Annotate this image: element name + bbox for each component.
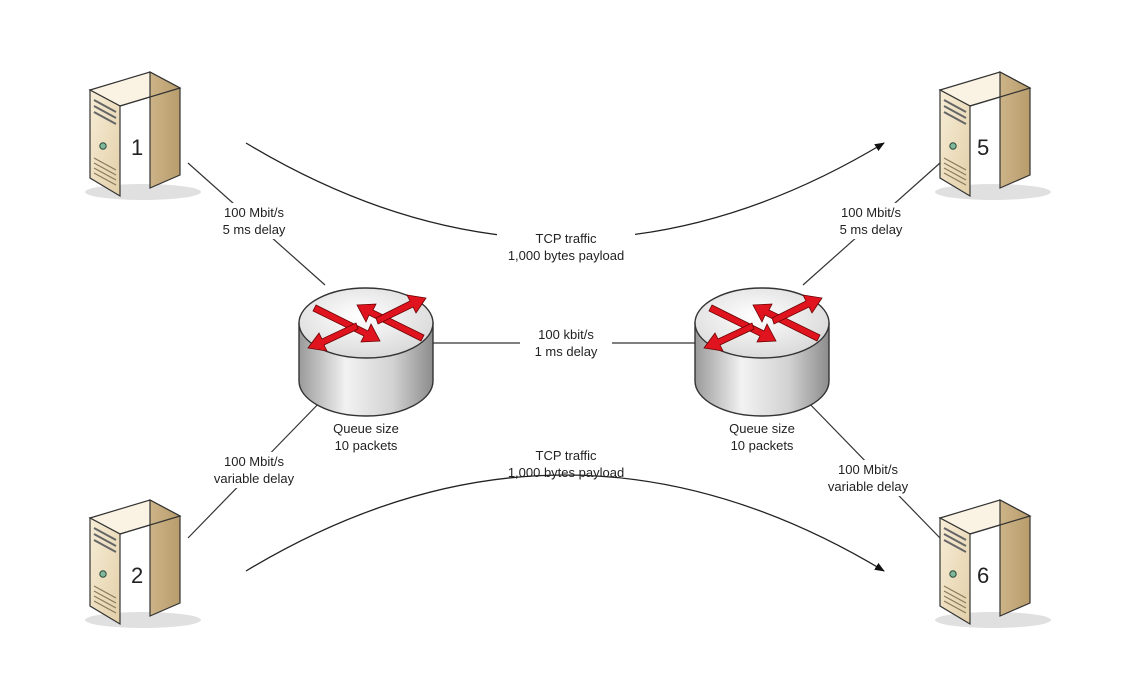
server-6: 6 xyxy=(935,499,1051,628)
router-left-queue-line1: Queue size xyxy=(333,421,399,436)
router-arrows-icon xyxy=(703,294,823,352)
link-bottleneck-delay: 1 ms delay xyxy=(535,344,598,359)
link-server2-rate: 100 Mbit/s xyxy=(224,454,284,469)
server-6-label: 6 xyxy=(977,563,989,588)
server-1-label: 1 xyxy=(131,135,143,160)
flow-bottom-label-line2: 1,000 bytes payload xyxy=(508,465,624,480)
server-1: 1 xyxy=(85,71,201,200)
router-right-queue-line2: 10 packets xyxy=(731,438,794,453)
router-left-queue-line2: 10 packets xyxy=(335,438,398,453)
link-server5-rate: 100 Mbit/s xyxy=(841,205,901,220)
server-2-label: 2 xyxy=(131,563,143,588)
router-right xyxy=(694,287,830,417)
server-5: 5 xyxy=(935,71,1051,200)
server-5-label: 5 xyxy=(977,135,989,160)
router-arrows-icon xyxy=(307,294,427,352)
link-server6-rate: 100 Mbit/s xyxy=(838,462,898,477)
link-server1-delay: 5 ms delay xyxy=(223,222,286,237)
router-right-queue-line1: Queue size xyxy=(729,421,795,436)
flow-bottom-arrow xyxy=(245,474,885,572)
link-server6-delay: variable delay xyxy=(828,479,909,494)
link-bottleneck-rate: 100 kbit/s xyxy=(538,327,594,342)
link-server5-delay: 5 ms delay xyxy=(840,222,903,237)
flow-top-arrow xyxy=(245,142,885,240)
server-2: 2 xyxy=(85,499,201,628)
flow-top-label-line1: TCP traffic xyxy=(536,231,597,246)
link-server1-rate: 100 Mbit/s xyxy=(224,205,284,220)
flow-top-label-line2: 1,000 bytes payload xyxy=(508,248,624,263)
flow-bottom-label-line1: TCP traffic xyxy=(536,448,597,463)
link-server2-delay: variable delay xyxy=(214,471,295,486)
router-left xyxy=(298,287,434,417)
